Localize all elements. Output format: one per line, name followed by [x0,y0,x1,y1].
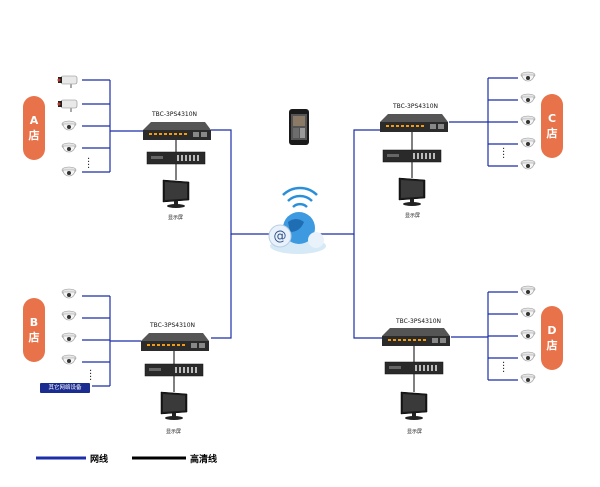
more-cameras-c-dots: ···· [502,144,506,164]
internet-cloud-icon: @ [268,186,326,254]
other-network-device-label: 其它网络设备 [40,383,90,393]
store-b-suffix: 店 [28,331,40,344]
dome-camera-icon [520,137,536,148]
monitor-c-label: 显示屏 [405,213,421,219]
monitor-d-icon [400,391,428,421]
store-d-letter: D [547,324,557,337]
monitor-a-label: 显示屏 [168,215,184,221]
bullet-camera-icon [57,99,78,113]
hd-cables [173,132,415,392]
poe-switch-a-icon [143,122,211,140]
dome-camera-icon [61,310,77,321]
legend-network-label: 网线 [90,455,109,465]
store-c-cameras [520,71,536,170]
switch-d-model: TBC-3PS4310N [396,318,442,325]
nvr-b-icon [144,363,204,377]
dome-camera-icon [61,288,77,299]
nvr-a-icon [146,151,206,165]
bullet-camera-icon [57,75,78,89]
store-a-cameras [57,75,78,177]
store-a-suffix: 店 [28,129,40,142]
poe-switch-b-icon [141,333,209,351]
dome-camera-icon [520,159,536,170]
dome-camera-icon [520,285,536,296]
store-a-letter: A [29,114,39,127]
store-a-badge: A 店 [23,96,45,160]
more-cameras-a-dots: ···· [87,154,91,174]
store-d-suffix: 店 [546,339,558,352]
switch-c-model: TBC-3PS4310N [393,103,439,110]
switch-a-model: TBC-3PS4310N [152,111,198,118]
dome-camera-icon [520,115,536,126]
dome-camera-icon [61,120,77,131]
dome-camera-icon [61,166,77,177]
store-c-letter: C [547,112,557,125]
monitor-a-icon [162,179,190,209]
store-b-letter: B [29,316,39,329]
poe-switch-c-icon [380,114,448,132]
monitor-b-icon [160,391,188,421]
smartphone-icon [289,109,309,145]
poe-switch-d-icon [382,328,450,346]
store-b-cameras [61,288,77,365]
store-d-badge: D 店 [541,306,563,370]
store-b-badge: B 店 [23,298,45,362]
dome-camera-icon [61,142,77,153]
switch-b-model: TBC-3PS4310N [150,322,196,329]
more-cameras-b-dots: ···· [89,366,93,386]
dome-camera-icon [520,373,536,384]
store-c-suffix: 店 [546,127,558,140]
nvr-d-icon [384,361,444,375]
dome-camera-icon [61,354,77,365]
dome-camera-icon [520,307,536,318]
network-cables [82,77,518,387]
nvr-c-icon [382,149,442,163]
more-cameras-d-dots: ···· [502,358,506,378]
dome-camera-icon [520,71,536,82]
dome-camera-icon [61,332,77,343]
monitor-c-icon [398,177,426,207]
monitor-d-label: 显示屏 [407,429,423,435]
dome-camera-icon [520,93,536,104]
svg-text:@: @ [274,229,287,244]
dome-camera-icon [520,329,536,340]
store-c-badge: C 店 [541,94,563,158]
store-d-cameras [520,285,536,384]
dome-camera-icon [520,351,536,362]
monitor-b-label: 显示屏 [166,429,182,435]
legend-hd-label: 高清线 [190,455,218,465]
